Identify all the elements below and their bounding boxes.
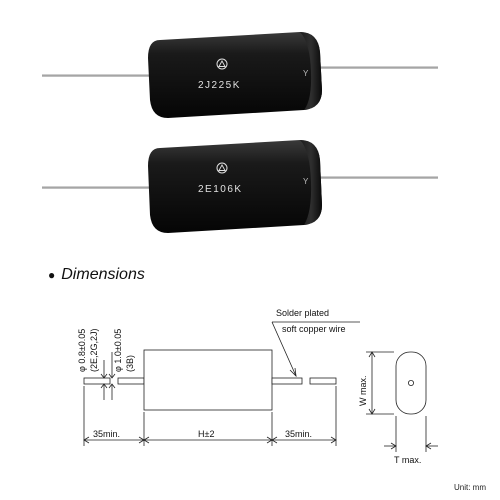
capacitor-body: [148, 32, 322, 118]
unit-note: Unit: mm: [454, 483, 486, 492]
right-inner-lead: [271, 377, 303, 385]
svg-text:Y: Y: [303, 69, 309, 78]
capacitor-body: [148, 140, 322, 233]
right-lead: [309, 377, 337, 385]
section-title: Dimensions: [61, 266, 145, 283]
solder-label-line1: Solder plated: [276, 308, 329, 318]
lead-wire: [318, 66, 438, 69]
triangle-logo-icon: [216, 58, 228, 70]
lead-length-left: 35min.: [93, 429, 120, 439]
triangle-logo-icon: [216, 162, 228, 174]
left-lead: [83, 377, 111, 385]
lead-dia-1-codes: (2E,2G,2J): [89, 328, 99, 372]
capacitor-body-outline: [143, 349, 273, 411]
lead-dia-2-label: φ 1.0±0.05: [113, 329, 123, 372]
bullet-icon: ●: [48, 268, 56, 282]
body-length-label: H±2: [198, 429, 214, 439]
solder-label-line2: soft copper wire: [282, 324, 346, 334]
dimension-drawing: φ 0.8±0.05 (2E,2G,2J) φ 1.0±0.05 (3B) So…: [77, 308, 438, 465]
svg-text:Y: Y: [303, 177, 309, 186]
capacitor-bottom: 2E106K Y: [42, 140, 438, 233]
capacitor-marking-top: 2J225K: [198, 80, 241, 91]
lead-length-right: 35min.: [285, 429, 312, 439]
lead-wire: [42, 186, 154, 189]
section-heading: ● Dimensions: [48, 266, 145, 284]
capacitor-marking-bottom: 2E106K: [198, 184, 243, 195]
lead-wire: [318, 176, 438, 179]
capacitor-photo: 2J225K Y 2E106K Y: [42, 32, 438, 233]
end-view-lead: [407, 379, 414, 386]
lead-wire: [42, 74, 154, 77]
width-label: W max.: [358, 376, 368, 407]
thickness-label: T max.: [394, 455, 421, 465]
left-inner-lead: [117, 377, 145, 385]
lead-dia-1-label: φ 0.8±0.05: [77, 329, 87, 372]
capacitor-top: 2J225K Y: [42, 32, 438, 118]
lead-dia-2-codes: (3B): [125, 355, 135, 372]
